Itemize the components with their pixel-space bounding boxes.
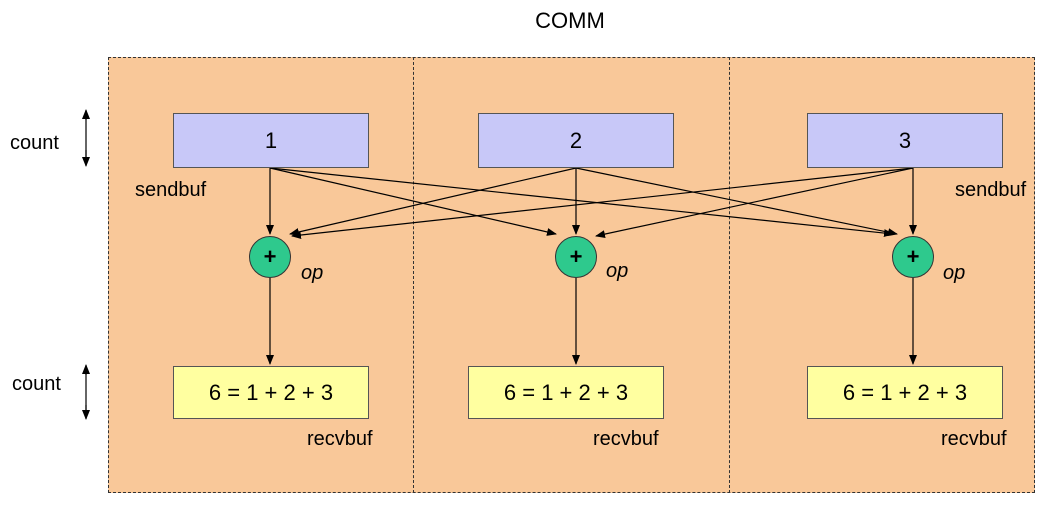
op-label-2: op: [606, 260, 629, 282]
count-label-top: count: [10, 132, 59, 154]
recvbuf-label-3: recvbuf: [941, 428, 1007, 450]
sendbuf-label-right: sendbuf: [955, 179, 1027, 201]
op-label-1: op: [301, 262, 324, 284]
sendbuf-label-left: sendbuf: [135, 179, 207, 201]
sendbuf-process-3: 3: [807, 113, 1003, 168]
op-label-3: op: [943, 262, 966, 284]
op-circle-3: +: [892, 236, 934, 278]
recvbuf-process-3: 6 = 1 + 2 + 3: [807, 366, 1003, 419]
sendbuf-process-2: 2: [478, 113, 674, 168]
arrow-2-to-op1: [289, 167, 577, 236]
arrow-1-to-op2: [269, 167, 557, 236]
count-label-bottom: count: [12, 373, 61, 395]
arrow-2-to-op3: [575, 167, 898, 237]
recvbuf-process-2: 6 = 1 + 2 + 3: [468, 366, 664, 419]
process-divider: [729, 57, 730, 493]
op-circle-2: +: [555, 236, 597, 278]
process-divider: [413, 57, 414, 493]
sendbuf-process-1: 1: [173, 113, 369, 168]
recvbuf-process-1: 6 = 1 + 2 + 3: [173, 366, 369, 419]
arrow-3-to-op1: [291, 167, 914, 239]
recvbuf-label-1: recvbuf: [307, 428, 373, 450]
arrow-1-to-op3: [269, 167, 894, 238]
arrow-3-to-op2: [595, 167, 914, 239]
recvbuf-label-2: recvbuf: [593, 428, 659, 450]
comm-title: COMM: [535, 8, 605, 33]
op-circle-1: +: [249, 236, 291, 278]
